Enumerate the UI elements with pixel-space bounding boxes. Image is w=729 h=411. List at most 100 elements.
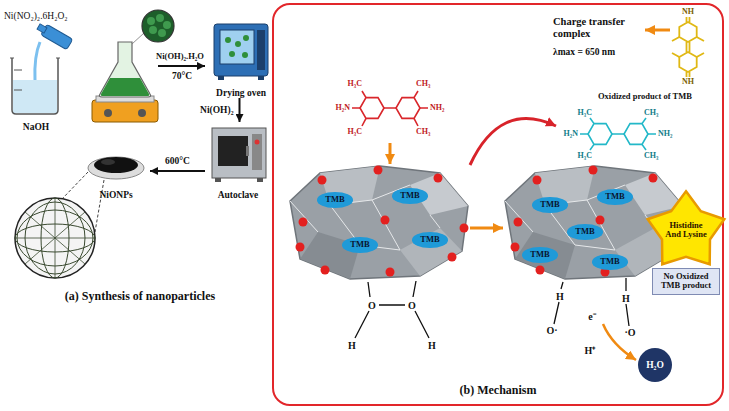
node-label: TMB [400,191,419,200]
node-label: TMB [605,192,624,201]
petri-dish [88,157,144,179]
label-slot: 70°C [172,71,192,81]
label-slot: NH [682,8,694,17]
text-label: O [408,300,416,311]
text-label: O· [546,325,557,336]
conical-flask [99,33,150,97]
atom-label: CH₃ [644,152,658,161]
magnetic-stirrer [92,100,158,122]
tmb-bubble: TMB [592,254,627,269]
product-dish: NiONPs [82,142,150,200]
precipitate-inset [156,14,164,22]
label-slot: O [408,300,416,311]
atom-label: CH₃ [644,109,658,118]
oven-cabinet [214,24,268,76]
reagent-bottle [37,24,47,33]
label-slot: CH₃ [416,128,430,137]
atom-label: NH₂ [658,130,672,139]
text-label: Ni(OH)₂.H₂O [156,52,204,61]
charge-transfer-molecule [672,17,704,77]
autoclave-furnace: Autoclave [205,122,271,200]
node-label: NiONPs [99,190,132,200]
conical-flask [132,33,144,44]
radical-bonds [554,278,629,326]
oven-cabinet [229,51,235,57]
text-label: e⁻ [588,311,595,322]
node-label: TMB [350,240,369,249]
label-slot: NH₂ [658,130,672,139]
tmb-bubble: TMB [522,247,557,262]
flow-arrow [389,143,392,164]
furnace [252,134,262,170]
node-label: Histidine And Lysine [662,221,710,239]
tmb-bubble: TMB [597,189,632,204]
charge-transfer-molecule [679,22,696,42]
oven-cabinet [225,37,231,43]
reagent-bottle [36,21,73,49]
oxidized-tmb-molecule [580,118,656,150]
node-label: H₂O [646,360,664,370]
drying-oven: Drying oven [208,18,274,98]
tmb-bubble: TMB [342,237,377,252]
nanoparticle-sphere [15,172,104,278]
text-label: ·O [624,327,635,338]
oven-cabinet [243,35,249,41]
node-label: No Oxidized TMB product [657,272,715,291]
beaker [10,58,60,114]
oven-cabinet [218,76,224,80]
process-arrow [158,65,205,67]
text-label: H [428,340,436,351]
reagent-bottle [35,21,73,80]
label-slot: Ni(OH)₂ [199,105,234,115]
result-box: No Oxidized TMB product [652,268,720,295]
precipitate-inset [158,29,166,37]
petri-dish [101,159,115,165]
label-slot: CH₃ [644,152,658,161]
water-circle: H₂O [638,348,672,382]
oxidized-tmb-molecule [580,118,656,150]
tmb-bubble: TMB [317,192,352,207]
label-slot: O· [546,325,557,336]
node-label: TMB [325,195,344,204]
process-arrow [150,170,205,172]
atom-label: NH [682,8,694,17]
charge-transfer-molecule [679,52,696,72]
label-slot: H⁺ [585,345,596,356]
nanoparticle-cluster [290,166,469,280]
furnace [246,146,249,156]
atom-label: H₂N [336,104,350,113]
precipitate-inset [147,17,155,25]
magnetic-stirrer [138,109,146,117]
atom-label: CH₃ [416,128,430,137]
oxidation-arrow [470,119,556,165]
atom-label: H₂N [564,130,578,139]
inhibitor-star: Histidine And Lysine [644,188,728,272]
flow-arrow [470,227,503,230]
star-shape [648,191,725,264]
furnace [255,140,260,145]
label-slot: H₃C [578,152,592,161]
text-label: Charge transfer complex [553,16,639,39]
star-shape [644,188,728,272]
petri-dish [88,157,144,179]
label-slot: H₂N [336,104,350,113]
furnace [218,136,248,166]
flow-arrow [645,29,670,32]
tmb-bubble: TMB [532,197,567,212]
node-label: (b) Mechanism [460,384,537,397]
label-slot: 600°C [164,156,191,166]
conical-flask [99,42,150,97]
oxidized-tmb-molecule [588,124,612,145]
node-label: Autoclave [218,190,259,200]
edge-label: Ni(OH)₂ [199,105,234,115]
radical-bonds [554,278,629,326]
atom-label: NH₂ [430,104,444,113]
atom-label: H₃C [578,152,592,161]
node-label: TMB [530,250,549,259]
label-slot: NH [682,78,694,87]
node-label: TMB [600,257,619,266]
atom-label: NH [682,78,694,87]
nanoparticle-cluster [505,166,684,280]
